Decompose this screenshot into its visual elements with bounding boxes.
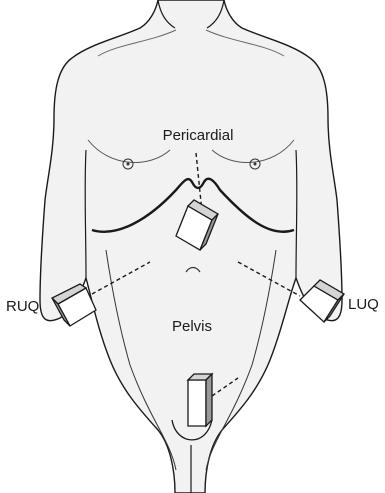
nipple-right-inner xyxy=(254,163,257,166)
luq-label: LUQ xyxy=(348,296,379,313)
pelvis-label: Pelvis xyxy=(172,318,212,335)
pericardial-label: Pericardial xyxy=(163,127,234,144)
ruq-label: RUQ xyxy=(6,298,39,315)
nipple-left-inner xyxy=(127,163,130,166)
pelvis-probe-icon xyxy=(188,374,212,426)
